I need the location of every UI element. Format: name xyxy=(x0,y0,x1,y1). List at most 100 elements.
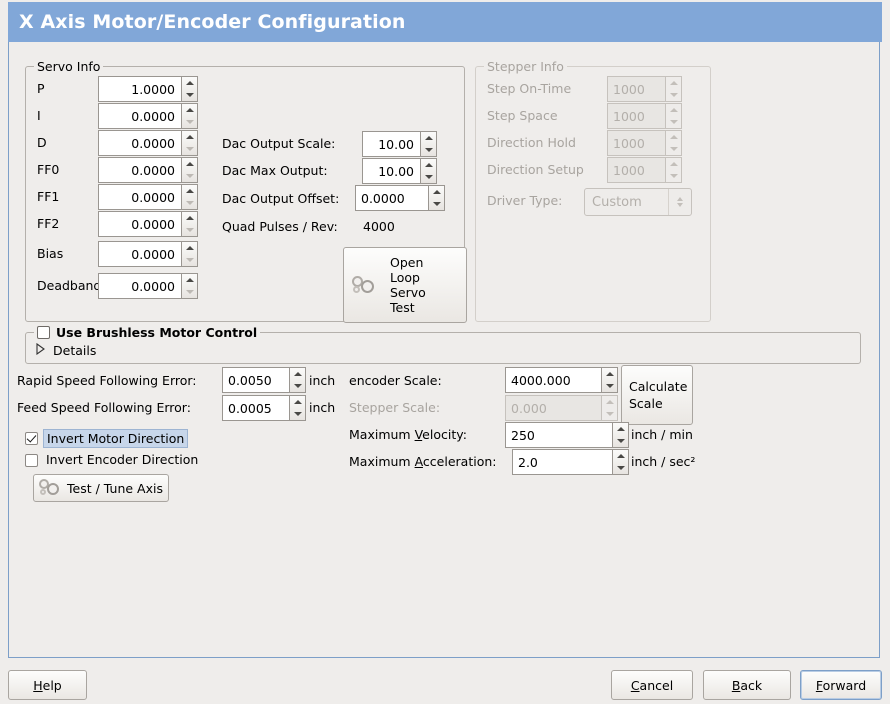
feed-speed-following-error-value[interactable]: 0.0005 xyxy=(222,395,289,421)
servo-spinner-ff1[interactable]: 0.0000 xyxy=(98,184,198,210)
spinner-up-icon[interactable] xyxy=(182,131,197,143)
spinner-down-icon[interactable] xyxy=(182,254,197,266)
feed-speed-following-error-spinner[interactable]: 0.0005 xyxy=(222,395,306,421)
help-button[interactable]: Help xyxy=(8,670,87,700)
spinner-up-icon[interactable] xyxy=(421,132,436,144)
direction-hold-label: Direction Hold xyxy=(487,135,576,150)
spinner-up-icon[interactable] xyxy=(613,450,628,462)
spinner-down-icon[interactable] xyxy=(613,435,628,447)
servo-label-p: P xyxy=(37,81,45,96)
spinner-up-icon[interactable] xyxy=(429,186,444,198)
spinner-up-icon[interactable] xyxy=(613,423,628,435)
dac-output-offset-spinner[interactable]: 0.0000 xyxy=(355,185,445,211)
servo-spinner-buttons-i[interactable] xyxy=(181,103,198,129)
dac-max-output-spinner[interactable]: 10.00 xyxy=(362,158,437,184)
servo-spinner-bias[interactable]: 0.0000 xyxy=(98,241,198,267)
maximum-acceleration-value[interactable]: 2.0 xyxy=(512,449,612,475)
spinner-up-icon[interactable] xyxy=(182,212,197,224)
spinner-down-icon[interactable] xyxy=(182,116,197,128)
encoder-scale-spinner[interactable]: 4000.000 xyxy=(505,367,618,393)
open-loop-servo-test-button[interactable]: Open Loop Servo Test xyxy=(343,247,467,323)
invert-motor-direction-label[interactable]: Invert Motor Direction xyxy=(43,429,189,448)
calculate-scale-button[interactable]: Calculate Scale xyxy=(621,365,693,425)
dac-max-output-spinner-buttons[interactable] xyxy=(420,158,437,184)
dialog-content-frame: Servo Info P I D FF0 FF1 FF2 Bias Deadba… xyxy=(8,42,880,658)
spinner-up-icon[interactable] xyxy=(290,396,305,408)
invert-encoder-direction-checkbox[interactable] xyxy=(25,454,38,467)
servo-spinner-buttons-bias[interactable] xyxy=(181,241,198,267)
maximum-velocity-spinner-buttons[interactable] xyxy=(612,422,629,448)
servo-spinner-buttons-p[interactable] xyxy=(181,76,198,102)
servo-spinner-buttons-ff2[interactable] xyxy=(181,211,198,237)
cancel-button[interactable]: Cancel xyxy=(611,670,693,700)
servo-value-bias[interactable]: 0.0000 xyxy=(98,241,181,267)
spinner-down-icon[interactable] xyxy=(182,89,197,101)
spinner-up-icon[interactable] xyxy=(182,104,197,116)
spinner-up-icon[interactable] xyxy=(182,185,197,197)
spinner-down-icon[interactable] xyxy=(182,197,197,209)
feed-spinner-buttons[interactable] xyxy=(289,395,306,421)
stepper-info-legend: Stepper Info xyxy=(484,59,567,74)
encoder-scale-spinner-buttons[interactable] xyxy=(601,367,618,393)
dac-output-scale-spinner[interactable]: 10.00 xyxy=(362,131,437,157)
dac-output-offset-spinner-buttons[interactable] xyxy=(428,185,445,211)
rapid-speed-following-error-spinner[interactable]: 0.0050 xyxy=(222,367,306,393)
spinner-up-icon[interactable] xyxy=(182,274,197,286)
rapid-speed-following-error-value[interactable]: 0.0050 xyxy=(222,367,289,393)
invert-encoder-direction-label[interactable]: Invert Encoder Direction xyxy=(46,452,199,467)
use-brushless-motor-control-checkbox[interactable] xyxy=(37,326,50,339)
forward-button[interactable]: Forward xyxy=(800,670,882,700)
servo-spinner-p[interactable]: 1.0000 xyxy=(98,76,198,102)
dac-output-offset-value[interactable]: 0.0000 xyxy=(355,185,428,211)
servo-value-ff0[interactable]: 0.0000 xyxy=(98,157,181,183)
maximum-acceleration-spinner-buttons[interactable] xyxy=(612,449,629,475)
spinner-down-icon[interactable] xyxy=(613,462,628,474)
test-tune-axis-button[interactable]: Test / Tune Axis xyxy=(33,474,169,502)
spinner-down-icon[interactable] xyxy=(182,143,197,155)
dac-output-scale-value[interactable]: 10.00 xyxy=(362,131,420,157)
maximum-acceleration-spinner[interactable]: 2.0 xyxy=(512,449,629,475)
dac-output-scale-spinner-buttons[interactable] xyxy=(420,131,437,157)
max-accel-label-post: cceleration: xyxy=(422,454,497,469)
maximum-velocity-spinner[interactable]: 250 xyxy=(505,422,629,448)
servo-value-ff2[interactable]: 0.0000 xyxy=(98,211,181,237)
rapid-spinner-buttons[interactable] xyxy=(289,367,306,393)
servo-value-deadband[interactable]: 0.0000 xyxy=(98,273,181,299)
servo-value-p[interactable]: 1.0000 xyxy=(98,76,181,102)
spinner-down-icon[interactable] xyxy=(290,380,305,392)
spinner-down-icon[interactable] xyxy=(182,224,197,236)
servo-value-i[interactable]: 0.0000 xyxy=(98,103,181,129)
spinner-up-icon[interactable] xyxy=(182,158,197,170)
servo-spinner-buttons-d[interactable] xyxy=(181,130,198,156)
spinner-down-icon[interactable] xyxy=(421,144,436,156)
spinner-up-icon[interactable] xyxy=(602,368,617,380)
maximum-velocity-value[interactable]: 250 xyxy=(505,422,612,448)
details-label[interactable]: Details xyxy=(53,343,97,358)
encoder-scale-value[interactable]: 4000.000 xyxy=(505,367,601,393)
spinner-down-icon[interactable] xyxy=(421,171,436,183)
spinner-down-icon[interactable] xyxy=(182,286,197,298)
spinner-down-icon[interactable] xyxy=(602,380,617,392)
spinner-up-icon[interactable] xyxy=(290,368,305,380)
servo-spinner-ff0[interactable]: 0.0000 xyxy=(98,157,198,183)
quad-pulses-label: Quad Pulses / Rev: xyxy=(222,219,338,234)
spinner-up-icon[interactable] xyxy=(182,242,197,254)
spinner-up-icon[interactable] xyxy=(182,77,197,89)
servo-spinner-buttons-deadband[interactable] xyxy=(181,273,198,299)
spinner-down-icon[interactable] xyxy=(182,170,197,182)
servo-spinner-d[interactable]: 0.0000 xyxy=(98,130,198,156)
servo-value-ff1[interactable]: 0.0000 xyxy=(98,184,181,210)
back-button[interactable]: Back xyxy=(703,670,791,700)
servo-value-d[interactable]: 0.0000 xyxy=(98,130,181,156)
spinner-down-icon[interactable] xyxy=(429,198,444,210)
details-expander-icon[interactable] xyxy=(36,343,45,355)
dac-max-output-value[interactable]: 10.00 xyxy=(362,158,420,184)
servo-spinner-ff2[interactable]: 0.0000 xyxy=(98,211,198,237)
spinner-down-icon[interactable] xyxy=(290,408,305,420)
servo-spinner-buttons-ff0[interactable] xyxy=(181,157,198,183)
servo-spinner-i[interactable]: 0.0000 xyxy=(98,103,198,129)
servo-spinner-deadband[interactable]: 0.0000 xyxy=(98,273,198,299)
invert-motor-direction-checkbox[interactable] xyxy=(25,432,38,445)
spinner-up-icon[interactable] xyxy=(421,159,436,171)
servo-spinner-buttons-ff1[interactable] xyxy=(181,184,198,210)
